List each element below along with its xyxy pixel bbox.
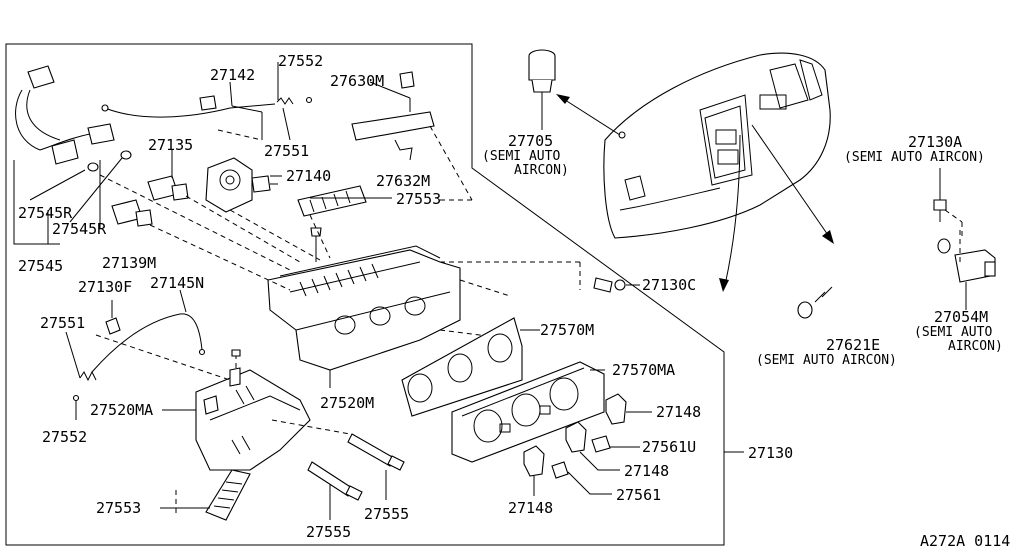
cable-27145N <box>91 289 206 373</box>
spring-27551-left <box>65 331 97 420</box>
label-27570M: 27570M <box>540 321 594 339</box>
label-27520MA: 27520MA <box>90 401 153 419</box>
knob-27561 <box>551 461 612 495</box>
leader-lines-dashed <box>99 174 472 291</box>
sensor-27705 <box>528 49 556 130</box>
label-27545R-1: 27545R <box>18 204 73 222</box>
rod-27555-a <box>307 461 363 520</box>
fitting-27054M <box>954 230 996 310</box>
switch-27139M <box>111 199 153 227</box>
label-27140: 27140 <box>286 167 331 185</box>
assembly-frame <box>5 43 725 546</box>
label-27545: 27545 <box>18 257 63 275</box>
label-27553-top: 27553 <box>396 190 441 208</box>
actuator-27140 <box>205 157 278 213</box>
clip-27553-bottom <box>160 469 251 521</box>
screw-27130A <box>933 168 963 238</box>
dashboard-illustration <box>603 52 831 239</box>
label-27552-left: 27552 <box>42 428 87 446</box>
label-27135: 27135 <box>148 136 193 154</box>
leader-dashed-lower <box>271 419 351 435</box>
label-27054M: 27054M <box>934 308 988 326</box>
clip-27130F <box>105 300 121 335</box>
label-27553-bottom: 27553 <box>96 499 141 517</box>
label-27130A-note: (SEMI AUTO AIRCON) <box>844 150 985 165</box>
label-27148-a: 27148 <box>656 403 701 421</box>
label-27632M: 27632M <box>376 172 430 190</box>
aspirator-hose-27621E <box>797 204 951 319</box>
label-27130A: 27130A <box>908 133 962 151</box>
label-27054M-note-2: AIRCON) <box>948 339 1003 354</box>
harness-27545 <box>13 65 132 245</box>
knob-27148-a <box>605 393 652 425</box>
label-27142: 27142 <box>210 66 255 84</box>
diagram-reference-code: A272A 0114 <box>920 532 1010 550</box>
label-27520M: 27520M <box>320 394 374 412</box>
label-27145N: 27145N <box>150 274 204 292</box>
label-27054M-note-1: (SEMI AUTO <box>914 325 992 340</box>
label-27545R-2: 27545R <box>52 220 107 238</box>
knob-27148-c <box>523 445 545 496</box>
label-27552-top: 27552 <box>278 52 323 70</box>
screw-27130C <box>593 277 640 293</box>
clip-27553-top <box>297 185 367 217</box>
control-housing-27520M <box>267 227 581 371</box>
label-27130: 27130 <box>748 444 793 462</box>
label-27705-note-1: (SEMI AUTO <box>482 149 560 164</box>
spring-27551-top <box>276 96 313 141</box>
label-27130F: 27130F <box>78 278 132 296</box>
bracket-27630M <box>351 71 473 201</box>
label-27130C: 27130C <box>642 276 696 294</box>
label-27551-top: 27551 <box>264 142 309 160</box>
cable-27142 <box>101 81 276 141</box>
sub-assembly-27520MA <box>95 334 311 471</box>
label-27621E: 27621E <box>826 336 880 354</box>
label-27139M: 27139M <box>102 254 156 272</box>
label-27561: 27561 <box>616 486 661 504</box>
switch-27135 <box>147 150 189 201</box>
label-27705-note-2: AIRCON) <box>514 163 569 178</box>
knob-27148-b <box>565 421 620 471</box>
label-27630M: 27630M <box>330 72 384 90</box>
rod-27555-b <box>347 433 405 500</box>
label-27148-c: 27148 <box>508 499 553 517</box>
knob-27561U <box>591 435 640 453</box>
label-27551-left: 27551 <box>40 314 85 332</box>
leader-lines-solid <box>162 62 392 411</box>
bezel-27570M <box>401 317 540 417</box>
bezel-27570MA <box>451 361 605 463</box>
label-27705: 27705 <box>508 132 553 150</box>
label-27570MA: 27570MA <box>612 361 675 379</box>
label-27148-b: 27148 <box>624 462 669 480</box>
dashboard-arrows <box>556 94 834 292</box>
label-27555-a: 27555 <box>306 523 351 541</box>
label-27561U: 27561U <box>642 438 696 456</box>
label-27555-b: 27555 <box>364 505 409 523</box>
label-27621E-note: (SEMI AUTO AIRCON) <box>756 353 897 368</box>
